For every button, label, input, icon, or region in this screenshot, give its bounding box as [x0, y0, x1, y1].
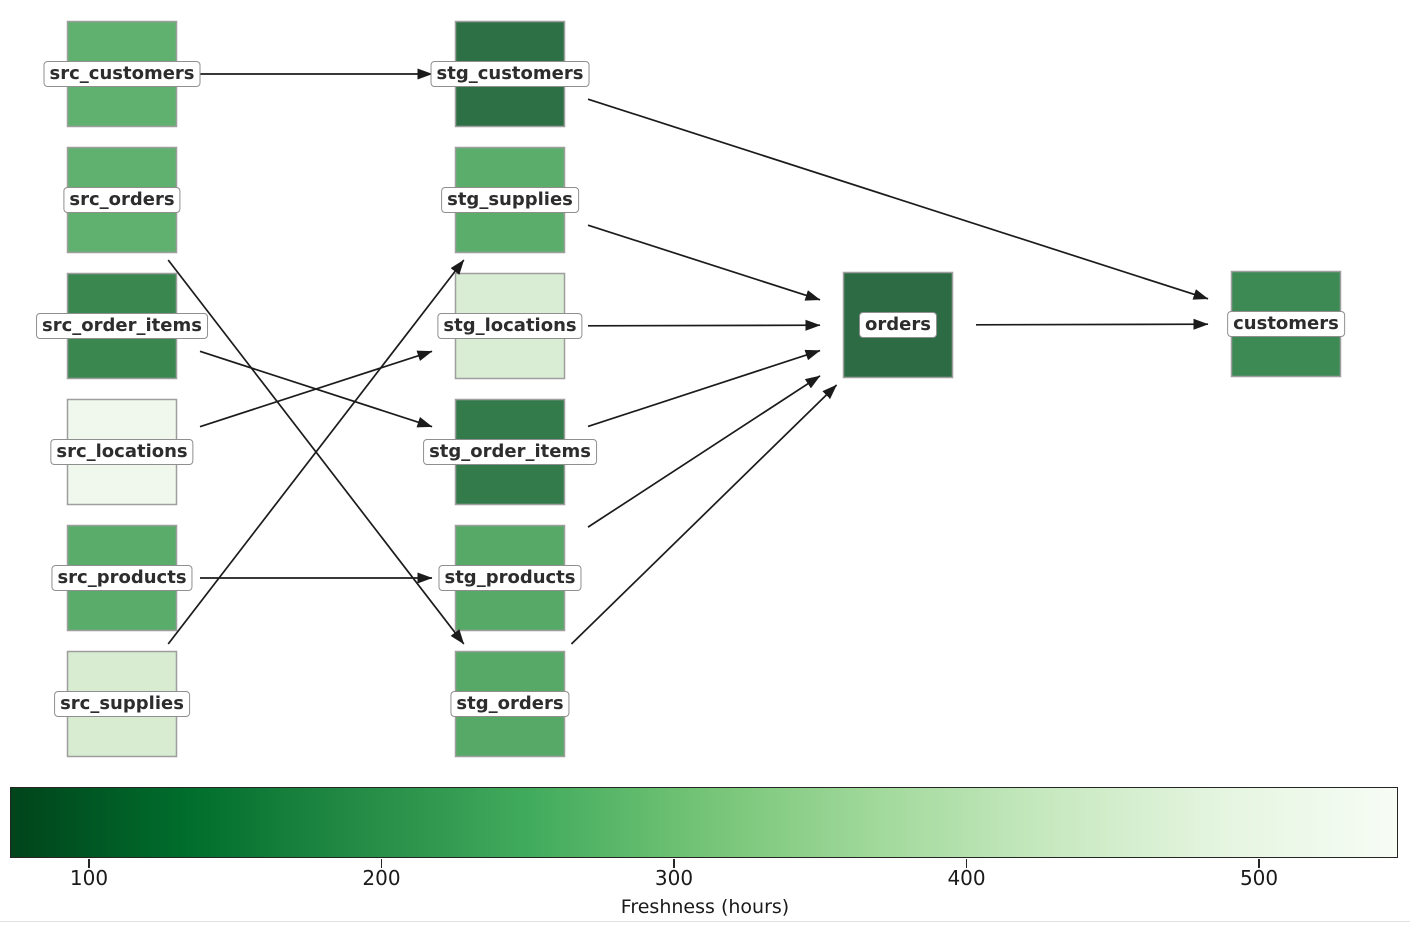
- node-square-stg_customers: [454, 20, 566, 128]
- node-square-src_customers: [66, 20, 178, 128]
- colorbar-tick-200: [380, 859, 383, 868]
- colorbar-ticklabel-400: 400: [947, 866, 986, 890]
- edge-orders-to-customers: [975, 318, 1209, 330]
- edge-stg_products-to-orders: [587, 375, 821, 528]
- colorbar-tick-400: [965, 859, 968, 868]
- colorbar-tick-100: [88, 859, 90, 868]
- node-square-stg_supplies: [454, 146, 566, 254]
- colorbar-ticklabel-300: 300: [654, 866, 694, 890]
- edge-stg_supplies-to-orders: [587, 224, 821, 301]
- node-square-stg_locations: [454, 272, 566, 380]
- node-square-stg_order_items: [454, 398, 566, 506]
- edge-stg_orders-to-orders: [570, 384, 838, 645]
- colorbar-tick-500: [1258, 859, 1260, 868]
- edge-stg_order_items-to-orders: [587, 349, 821, 428]
- node-square-stg_products: [454, 524, 566, 632]
- edge-stg_customers-to-customers: [587, 98, 1209, 300]
- edge-src_supplies-to-stg_supplies: [167, 259, 465, 645]
- colorbar-ticklabel-200: 200: [362, 866, 401, 890]
- colorbar-ticklabel-500: 500: [1239, 866, 1279, 890]
- node-square-src_locations: [66, 398, 178, 506]
- node-square-orders: [842, 271, 954, 379]
- colorbar-title: Freshness (hours): [620, 896, 790, 918]
- figure-bottom-border: [0, 921, 1410, 922]
- node-square-customers: [1230, 270, 1342, 378]
- colorbar-gradient: [10, 787, 1398, 858]
- node-square-src_products: [66, 524, 178, 632]
- edge-stg_locations-to-orders: [587, 319, 821, 331]
- colorbar-tick-300: [673, 859, 675, 868]
- edge-src_locations-to-stg_locations: [199, 350, 433, 428]
- node-square-src_orders: [66, 146, 178, 254]
- node-square-src_supplies: [66, 650, 178, 758]
- colorbar-ticklabel-100: 100: [69, 866, 109, 890]
- node-square-src_order_items: [66, 272, 178, 380]
- node-square-stg_orders: [454, 650, 566, 758]
